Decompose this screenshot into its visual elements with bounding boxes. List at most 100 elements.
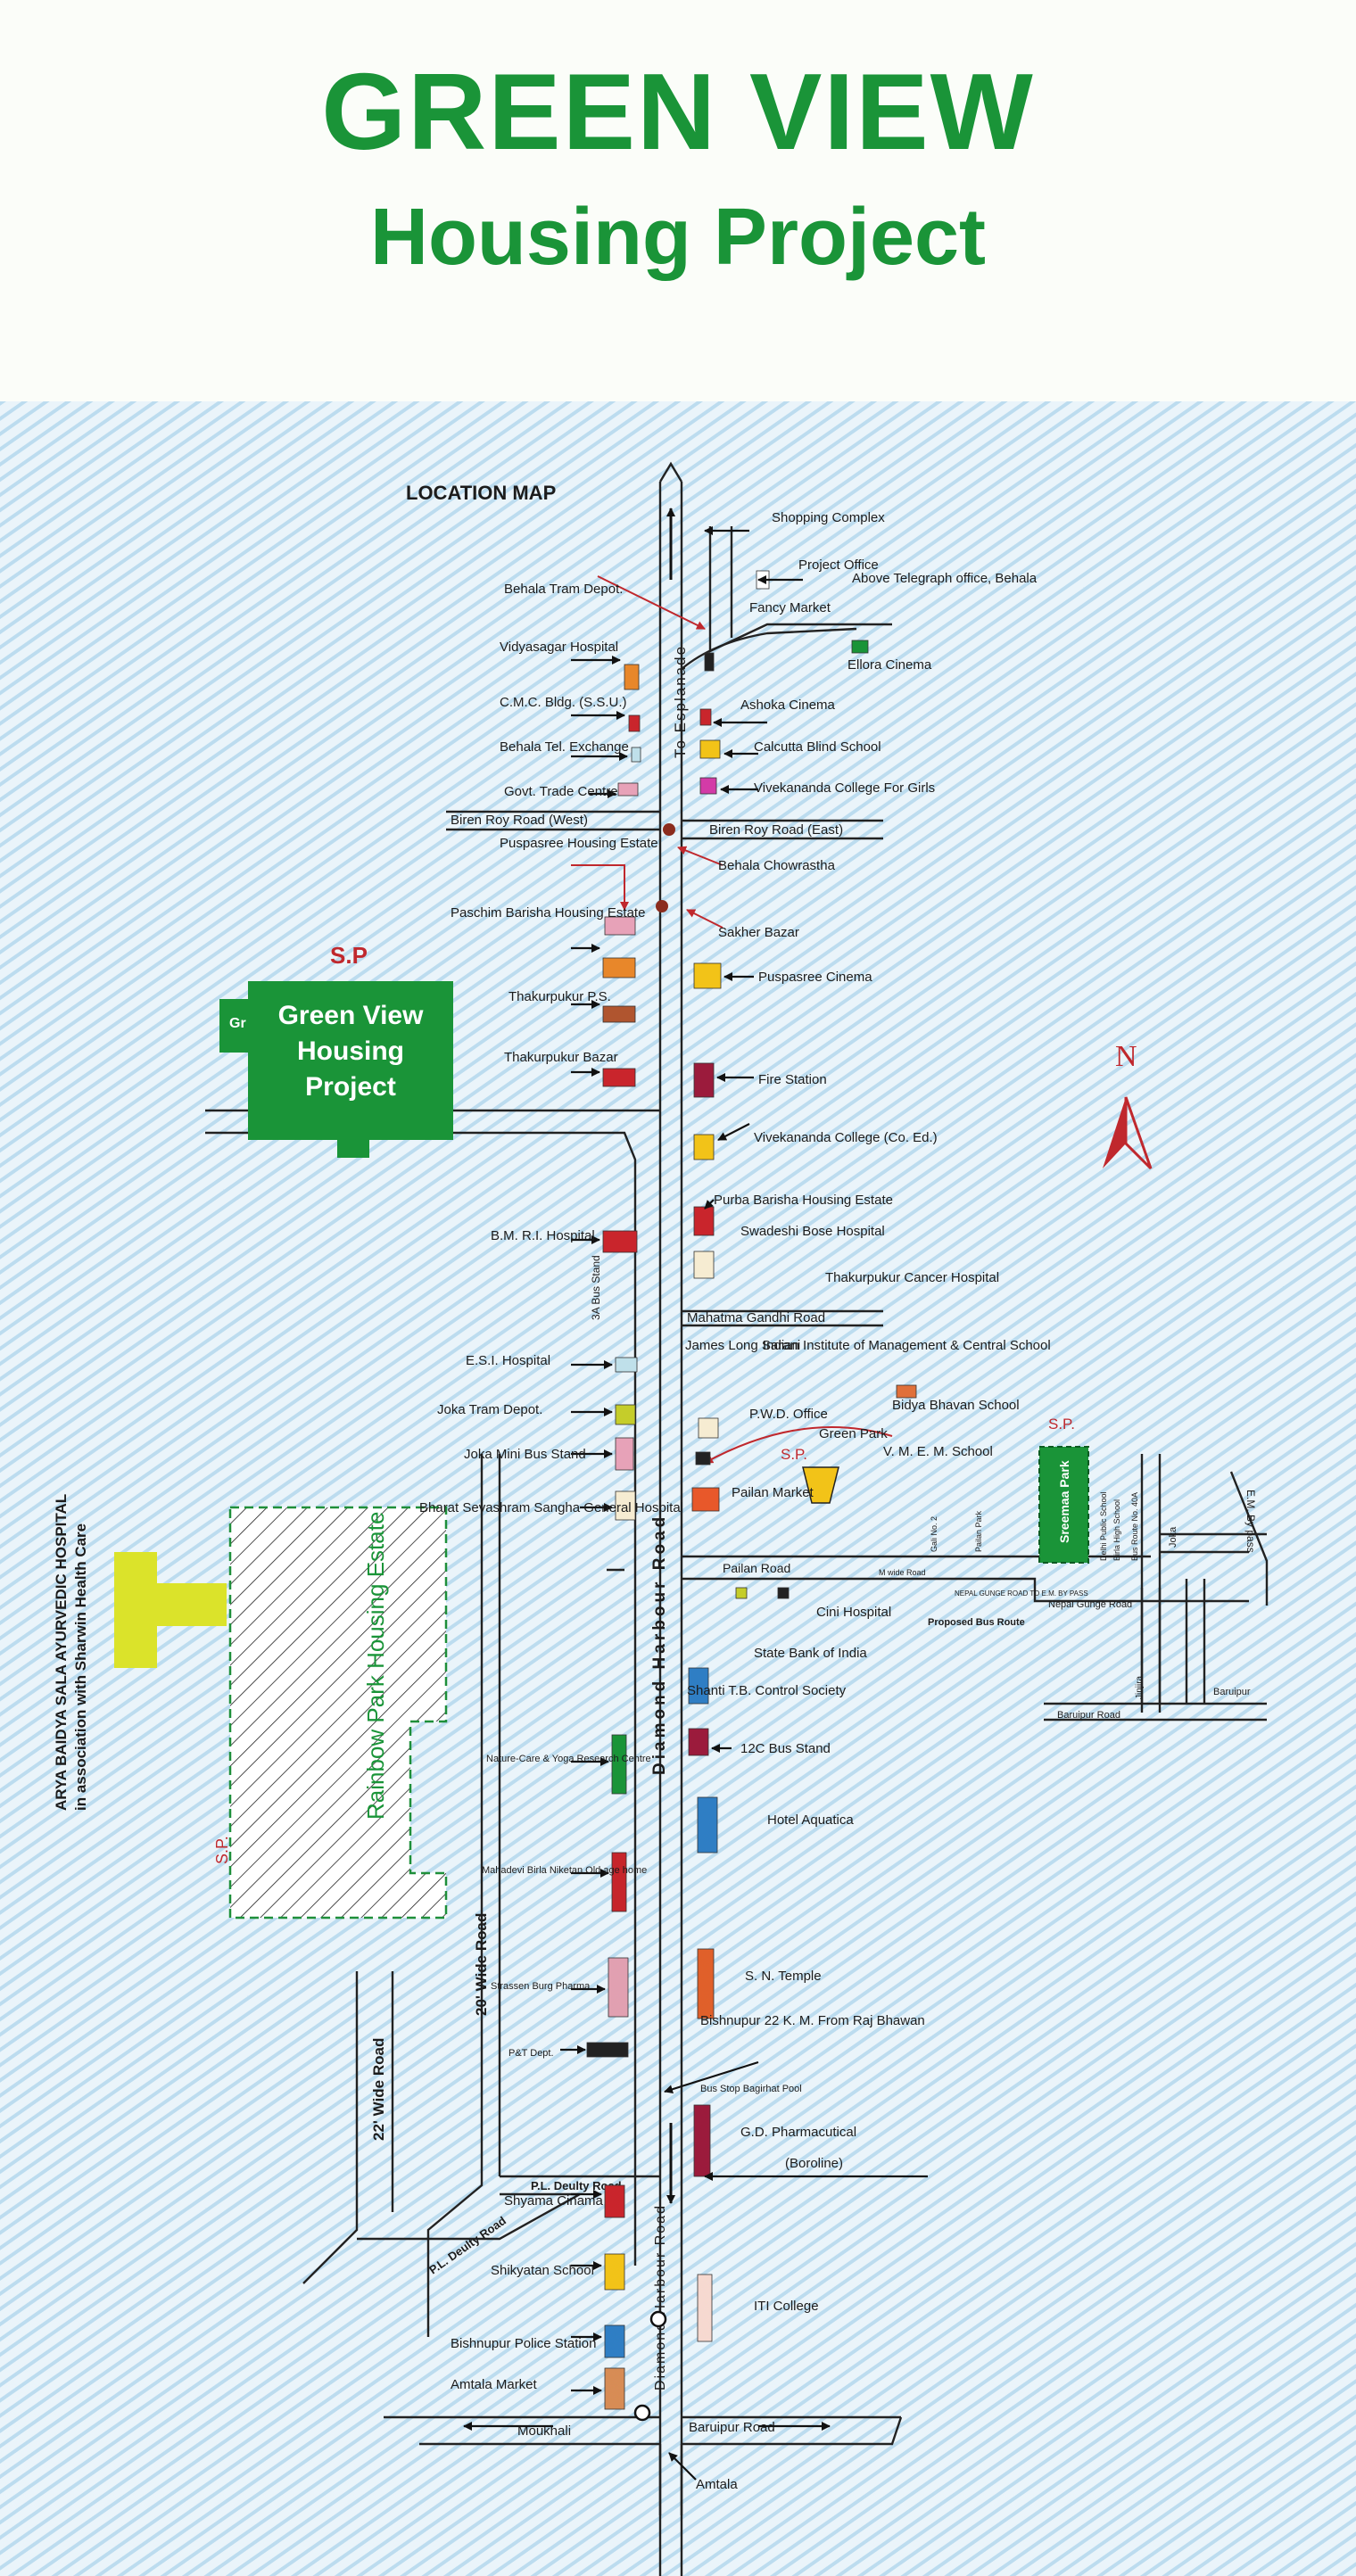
- sbi-marker[interactable]: [777, 1587, 790, 1599]
- label-12c-bus: 12C Bus Stand: [740, 1741, 831, 1756]
- thakurpukur-ps-marker[interactable]: [602, 1005, 636, 1023]
- cancer-hospital-marker[interactable]: [693, 1251, 715, 1279]
- label-gali-no2: Gali No. 2: [930, 1516, 938, 1552]
- pwd-marker[interactable]: [698, 1417, 719, 1439]
- bmri-marker[interactable]: [602, 1230, 638, 1253]
- red-pointer: [571, 864, 629, 911]
- label-iim: Indian Institute of Management & Central…: [763, 1338, 1051, 1353]
- vidyasagar-hospital-marker[interactable]: [624, 664, 640, 690]
- label-esi-hospital: E.S.I. Hospital: [466, 1353, 550, 1368]
- joka-bus-marker[interactable]: [615, 1437, 634, 1471]
- vivekananda-girls-marker[interactable]: [699, 777, 717, 795]
- label-thakurpukur-ps: Thakurpukur P.S.: [508, 989, 611, 1004]
- label-vidyasagar-hospital: Vidyasagar Hospital: [500, 640, 618, 655]
- label-boroline: (Boroline): [785, 2156, 843, 2171]
- ellora-marker[interactable]: [851, 640, 869, 654]
- road-label-biren-roy-east: Biren Roy Road (East): [709, 822, 843, 838]
- shikyatan-marker[interactable]: [604, 2253, 625, 2291]
- sreemaa-park-marker[interactable]: [1038, 1446, 1089, 1564]
- ashoka-marker[interactable]: [699, 708, 712, 726]
- shyama-marker[interactable]: [604, 2184, 625, 2218]
- road-label-joka: Joka: [1168, 1526, 1178, 1548]
- project-sp-label: S.P: [330, 942, 368, 969]
- road-label-nepal-gunge: Nepal Gunge Road: [1048, 1599, 1132, 1610]
- cmc-marker[interactable]: [628, 714, 641, 732]
- label-hotel-aquatica: Hotel Aquatica: [767, 1812, 854, 1828]
- thakurpukur-bazar-marker[interactable]: [602, 1068, 636, 1087]
- label-sn-temple: S. N. Temple: [745, 1969, 822, 1984]
- label-sbi: State Bank of India: [754, 1646, 867, 1661]
- label-bps-school: Birla High School: [1112, 1499, 1121, 1561]
- bus-stand-3a-label: 3A Bus Stand: [590, 1255, 602, 1320]
- map-canvas[interactable]: Rainbow Park Housing Estate ARYA BAIDYA …: [0, 401, 1356, 2576]
- road-label-diamond-harbour: Diamond Harbour Road: [650, 1514, 669, 1775]
- shanti-marker[interactable]: [688, 1667, 709, 1705]
- paschim-barisha-marker[interactable]: [602, 957, 636, 978]
- bishnupur-ps-marker[interactable]: [604, 2324, 625, 2358]
- project-label-line2: Housing: [297, 1036, 404, 1066]
- amtala-market-marker[interactable]: [604, 2367, 625, 2410]
- cini-marker[interactable]: [735, 1587, 748, 1599]
- fire-station-marker[interactable]: [693, 1062, 715, 1098]
- label-strassen-burg: Strassen Burg Pharma: [491, 1981, 591, 1992]
- label-pwd-office: P.W.D. Office: [749, 1407, 828, 1422]
- label-m-wide-road: M wide Road: [879, 1568, 926, 1577]
- road-label-esplanade: To Esplanade: [672, 645, 689, 758]
- puspasree-housing-marker[interactable]: [604, 916, 636, 936]
- label-bishnupur-note: Bishnupur 22 K. M. From Raj Bhawan: [700, 2013, 925, 2028]
- label-govt-trade-centre: Govt. Trade Centre: [504, 784, 618, 799]
- page-title: GREEN VIEW: [321, 51, 1035, 172]
- label-shanti-tb: Shanti T.B. Control Society: [687, 1683, 847, 1698]
- telegraph-marker[interactable]: [704, 652, 715, 672]
- red-pointer: [686, 909, 723, 929]
- hospital-symbol[interactable]: [114, 1552, 227, 1668]
- label-behala-tel-exchange: Behala Tel. Exchange: [500, 739, 629, 755]
- road-label-moukhali: Moukhali: [517, 2423, 571, 2439]
- label-thakurpukur-bazar: Thakurpukur Bazar: [504, 1050, 618, 1065]
- red-pointer: [677, 846, 723, 866]
- rainbow-park-area[interactable]: [228, 1506, 448, 1920]
- pointer-arrow: [668, 2452, 697, 2481]
- road-label-proposed-bus: Proposed Bus Route: [928, 1617, 1025, 1628]
- label-vivekananda-coed: Vivekananda College (Co. Ed.): [754, 1130, 938, 1145]
- road-label-pl-deulty: P.L. Deulty Road: [531, 2179, 622, 2192]
- sakher-bazar-dot: [656, 900, 668, 912]
- mahadevi-marker[interactable]: [611, 1852, 627, 1912]
- bharat-marker[interactable]: [615, 1490, 636, 1521]
- aquatica-marker[interactable]: [697, 1796, 718, 1854]
- puspasree-cinema-marker[interactable]: [693, 962, 722, 989]
- iti-marker[interactable]: [697, 2274, 713, 2342]
- pailan-market-marker[interactable]: [691, 1487, 720, 1512]
- location-map[interactable]: Rainbow Park Housing Estate ARYA BAIDYA …: [0, 401, 1356, 2576]
- bidya-marker[interactable]: [896, 1384, 917, 1399]
- sn-temple-marker[interactable]: [697, 1948, 715, 2019]
- label-pailan-park: Pailan Park: [974, 1510, 983, 1552]
- label-pailan-market: Pailan Market: [732, 1485, 814, 1500]
- green-park-marker[interactable]: [802, 1466, 839, 1504]
- label-swadeshi-bose: Swadeshi Bose Hospital: [740, 1224, 885, 1239]
- green-view-project-marker[interactable]: Gr Green View Housing Project: [219, 981, 453, 1158]
- esi-marker[interactable]: [615, 1357, 638, 1373]
- trade-centre-marker[interactable]: [617, 782, 639, 797]
- label-telegraph-office: Above Telegraph office, Behala: [852, 571, 1038, 586]
- project-label-line3: Project: [305, 1072, 396, 1102]
- road-label-biren-roy-west: Biren Roy Road (West): [451, 813, 588, 828]
- pailan-office-marker[interactable]: [695, 1451, 711, 1466]
- strassen-marker[interactable]: [608, 1957, 629, 2018]
- label-behala-tram-depot: Behala Tram Depot.: [504, 582, 623, 597]
- gd-marker[interactable]: [693, 2104, 711, 2177]
- swadeshi-marker[interactable]: [693, 1206, 715, 1236]
- tel-exchange-marker[interactable]: [631, 747, 641, 763]
- vivekananda-coed-marker[interactable]: [693, 1134, 715, 1160]
- label-joka-tram-depot: Joka Tram Depot.: [437, 1402, 542, 1417]
- joka-tram-marker[interactable]: [615, 1404, 636, 1425]
- north-arrow-icon: N: [1103, 1040, 1153, 1170]
- blind-school-marker[interactable]: [699, 739, 721, 759]
- label-bus-stop: Bus Stop Bagirhat Pool: [700, 2084, 802, 2094]
- pt-marker[interactable]: [586, 2042, 629, 2058]
- nature-care-marker[interactable]: [611, 1734, 627, 1795]
- label-puspasree-housing: Puspasree Housing Estate: [500, 836, 658, 851]
- bus-12c-marker[interactable]: [688, 1728, 709, 1756]
- label-nature-care: Nature-Care & Yoga Research Centre: [486, 1754, 651, 1764]
- svg-text:Gr: Gr: [229, 1016, 246, 1031]
